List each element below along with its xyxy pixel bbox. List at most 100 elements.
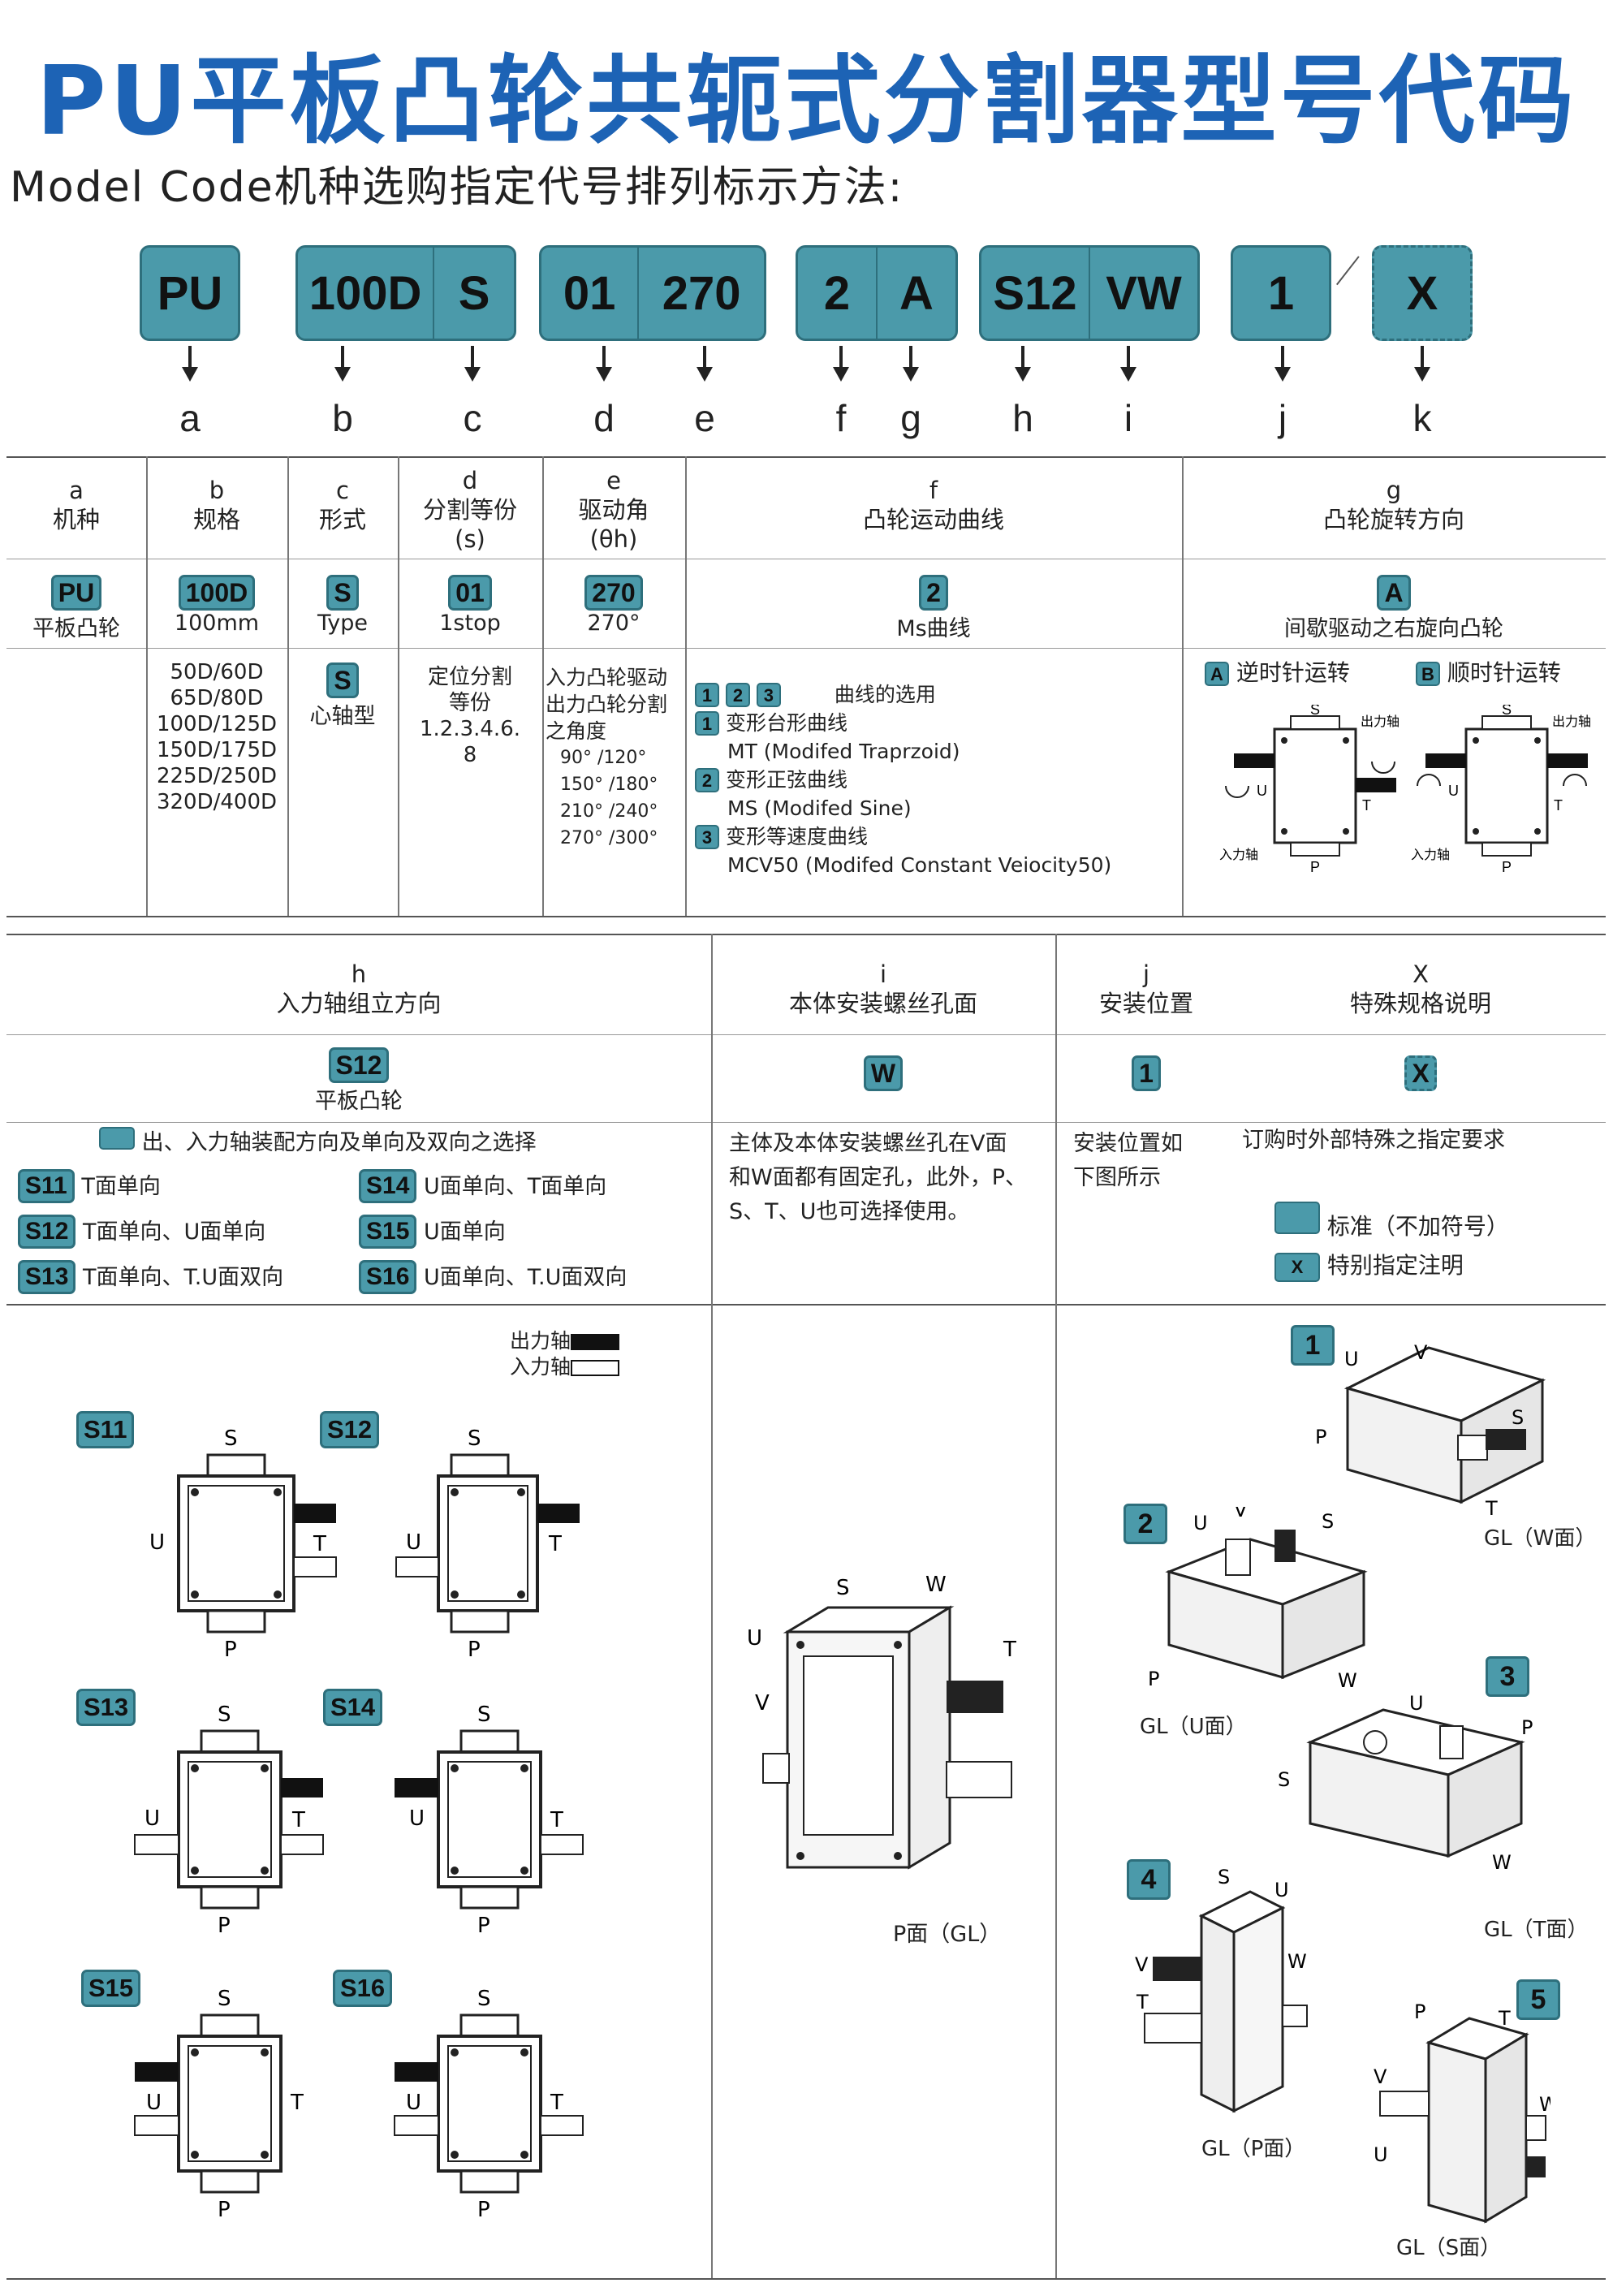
svg-text:T: T [313,1532,326,1556]
code-box-hi: S12 VW [979,245,1200,341]
arrow-down-icon [830,346,852,382]
code-box-j: 1 [1231,245,1331,341]
svg-text:U: U [1344,1348,1359,1370]
svg-text:S: S [477,1703,491,1727]
rot-u-label: U [1448,783,1459,799]
example-x: X [1266,1055,1575,1092]
rotation-a: A 逆时针运转 [1205,659,1350,687]
svg-text:T: T [1498,2007,1511,2030]
svg-text:P: P [477,2198,490,2222]
svg-text:T: T [1003,1638,1016,1662]
letter-label: f [835,397,847,439]
svg-text:P: P [1315,1426,1326,1448]
example-i: W [711,1055,1055,1092]
svg-text:W: W [1539,2093,1550,2116]
svg-text:U: U [747,1626,762,1651]
s11-diagram: S P U T [149,1426,337,1662]
svg-text:V: V [1234,1507,1248,1521]
svg-text:W: W [1492,1851,1512,1874]
svg-text:T: T [1136,1991,1149,2013]
arrow-down-icon [1412,346,1433,382]
s16-diagram: S P U T [394,1987,584,2222]
position-number: 1 [1291,1325,1335,1366]
diagram-id: S13 [76,1689,136,1726]
position-caption: GL（S面） [1396,2236,1502,2260]
position-number: 3 [1486,1656,1529,1697]
dash-connector [1336,256,1360,286]
code-seg: A [876,248,955,339]
s15-diagram: S P U T [134,1987,304,2222]
col-divider [146,456,148,916]
page-subtitle: Model Code机种选购指定代号排列标示方法: [10,163,904,212]
rot-out-label: 出力轴 [1552,714,1591,729]
svg-text:U: U [409,1806,425,1831]
rotation-b: B 顺时针运转 [1416,659,1561,687]
position-number: 5 [1516,1979,1560,2020]
arrow-down-icon [179,346,201,382]
svg-text:V: V [1374,2065,1387,2088]
letter-label: j [1278,397,1287,439]
center-caption: P面（GL） [893,1922,1002,1947]
rot-t-label: T [1554,797,1563,814]
diagram-id: S15 [81,1970,141,2007]
example-j: 1 [1055,1055,1237,1092]
code-seg: 1 [1267,266,1295,320]
letter-label: c [463,397,482,439]
svg-text:S: S [1322,1510,1334,1533]
position-caption: GL（T面） [1484,1918,1589,1942]
svg-text:W: W [1287,1950,1307,1973]
svg-text:U: U [149,1530,165,1555]
rot-in-label: 入力轴 [1411,847,1450,862]
svg-text:T: T [550,2091,563,2115]
code-box-de: 01 270 [539,245,766,341]
position-caption: GL（P面） [1201,2137,1306,2161]
svg-text:T: T [291,1808,305,1832]
rot-out-label: 出力轴 [1361,714,1400,729]
svg-text:P: P [1148,1668,1159,1690]
x-text: 订购时外部特殊之指定要求 [1242,1128,1505,1153]
svg-text:W: W [1425,1517,1445,1518]
code-seg: X [1406,266,1438,320]
x-standard: 标准（不加符号） [1274,1202,1509,1241]
center-unit-diagram: S W U V T [747,1575,1016,1870]
diagram-id: S14 [323,1689,383,1726]
rot-s-label: S [1310,705,1320,718]
shaft-legend: 出力轴 入力轴 [510,1328,620,1380]
diagram-id: S12 [320,1411,380,1448]
letter-label: b [332,397,353,439]
svg-text:V: V [1135,1953,1149,1976]
code-box-fg: 2 A [796,245,958,341]
h-options-right: S14 U面单向、T面单向 S15 U面单向 S16 U面单向、T.U面双向 [359,1164,627,1301]
col-divider [287,456,289,916]
j-text: 安装位置如下图所示 [1073,1131,1183,1190]
svg-text:T: T [550,1808,563,1832]
svg-text:P: P [224,1638,237,1662]
rotation-ccw-diagram: S P 出力轴 入力轴 U T [1219,705,1400,875]
table1-example-rule [6,648,1606,649]
code-seg: S12 [993,266,1077,320]
letter-label: d [593,397,615,439]
table1-bottom-rule [6,916,1606,917]
svg-text:W: W [1338,1669,1357,1692]
svg-text:U: U [1374,2143,1388,2166]
code-seg: 2 [823,266,851,320]
svg-text:P: P [468,1638,481,1662]
svg-text:T: T [548,1532,562,1556]
code-seg: PU [157,266,223,320]
position-number: 4 [1127,1859,1171,1900]
letter-label: k [1412,397,1432,439]
svg-text:S: S [218,1703,231,1727]
position-caption: GL（W面） [1484,1526,1597,1551]
